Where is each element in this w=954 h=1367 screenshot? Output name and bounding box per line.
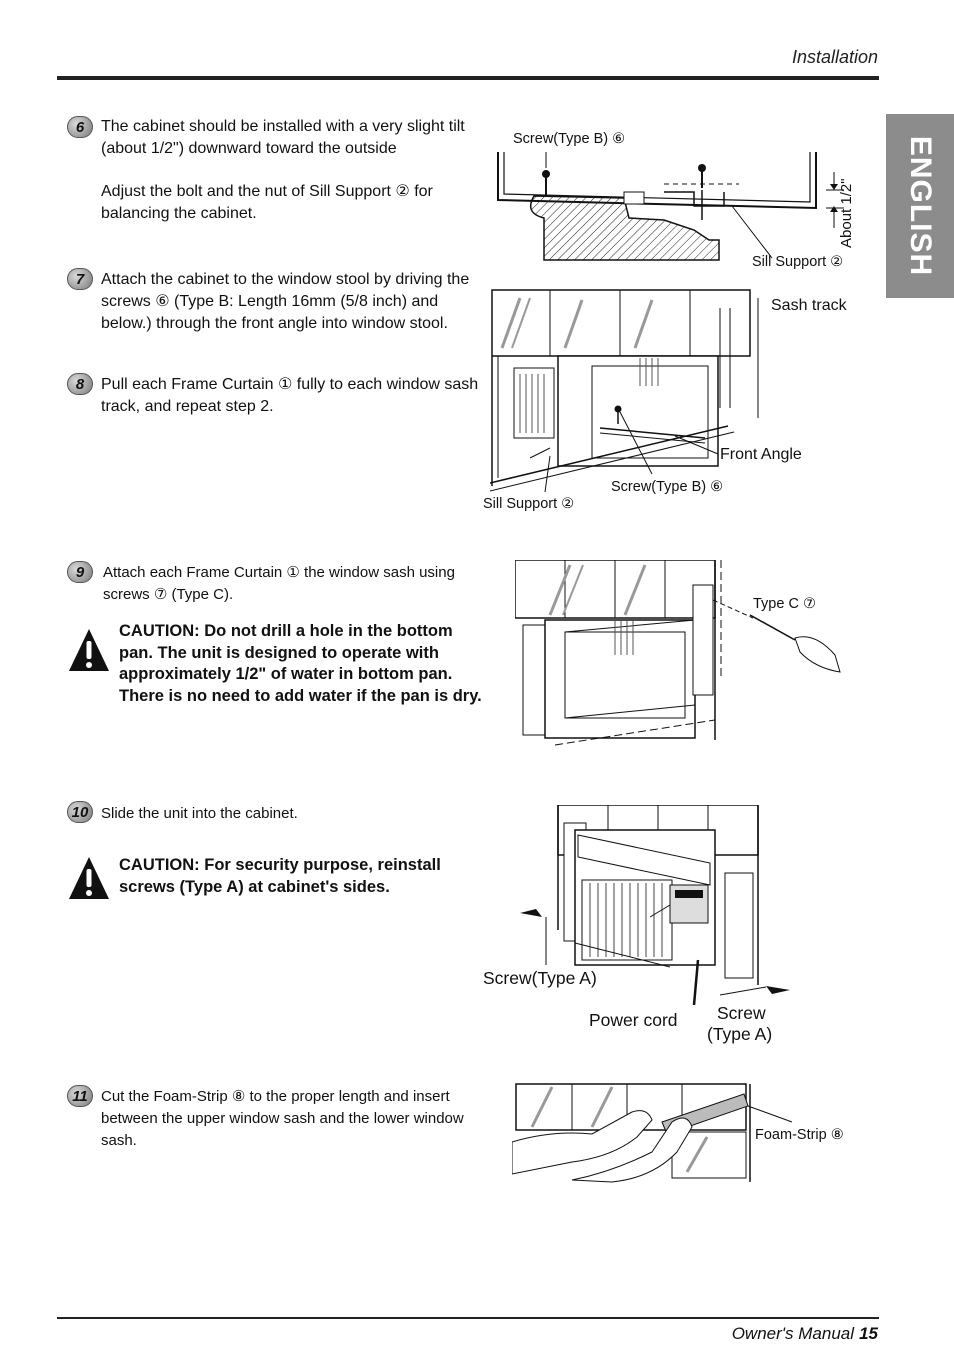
language-tab-label: ENGLISH (904, 135, 938, 277)
step-number-11: 11 (67, 1085, 93, 1107)
label-screw-type-b-2: Screw(Type B) ⑥ (611, 479, 724, 495)
label-power-cord: Power cord (589, 1010, 678, 1030)
step-6-paragraph-1: The cabinet should be installed with a v… (101, 118, 465, 157)
label-sash-track: Sash track (771, 297, 847, 314)
label-screw-type-a-left: Screw(Type A) (483, 968, 597, 988)
label-screw-type-a-right-2: (Type A) (707, 1024, 773, 1044)
label-sill-support-2: Sill Support ② (483, 496, 575, 512)
label-type-c: Type C ⑦ (753, 596, 816, 612)
step-9-text: Attach each Frame Curtain ① the window s… (103, 564, 455, 603)
section-title: Installation (791, 47, 878, 67)
step-7-text: Attach the cabinet to the window stool b… (101, 271, 470, 332)
step-9-caution: CAUTION: Do not drill a hole in the bott… (119, 622, 482, 705)
label-screw-type-b: Screw(Type B) ⑥ (513, 131, 626, 147)
figure-unit-in-cabinet (520, 805, 790, 1005)
step-number-6: 6 (67, 116, 93, 138)
step-11-text: Cut the Foam-Strip ⑧ to the proper lengt… (101, 1088, 464, 1149)
footer-manual-title: Owner's Manual (731, 1324, 854, 1343)
label-about-half-inch: About 1/2" (838, 178, 855, 248)
header-rule (57, 76, 879, 80)
figure-frame-curtain-screw (515, 560, 841, 746)
footer-rule (57, 1317, 879, 1319)
caution-warning-icon (69, 629, 109, 671)
step-10-caution: CAUTION: For security purpose, reinstall… (119, 856, 441, 896)
label-screw-type-a-right-1: Screw (717, 1003, 766, 1023)
step-number-9: 9 (67, 561, 93, 583)
page-number: 15 (859, 1324, 878, 1343)
step-6-paragraph-2: Adjust the bolt and the nut of Sill Supp… (101, 183, 433, 222)
step-10-text: Slide the unit into the cabinet. (101, 805, 298, 822)
label-sill-support: Sill Support ② (752, 254, 844, 270)
figure-cabinet-tilt (497, 152, 844, 261)
caution-warning-icon-2 (69, 857, 109, 899)
step-8-text: Pull each Frame Curtain ① fully to each … (101, 376, 479, 415)
step-number-10: 10 (67, 801, 93, 823)
label-front-angle: Front Angle (720, 446, 802, 463)
figure-foam-strip (512, 1083, 793, 1183)
step-number-7: 7 (67, 268, 93, 290)
label-foam-strip: Foam-Strip ⑧ (755, 1127, 844, 1143)
step-6-text: The cabinet should be installed with a v… (101, 116, 493, 225)
step-number-8: 8 (67, 373, 93, 395)
figure-front-angle (490, 289, 759, 493)
language-tab: ENGLISH (886, 114, 954, 298)
